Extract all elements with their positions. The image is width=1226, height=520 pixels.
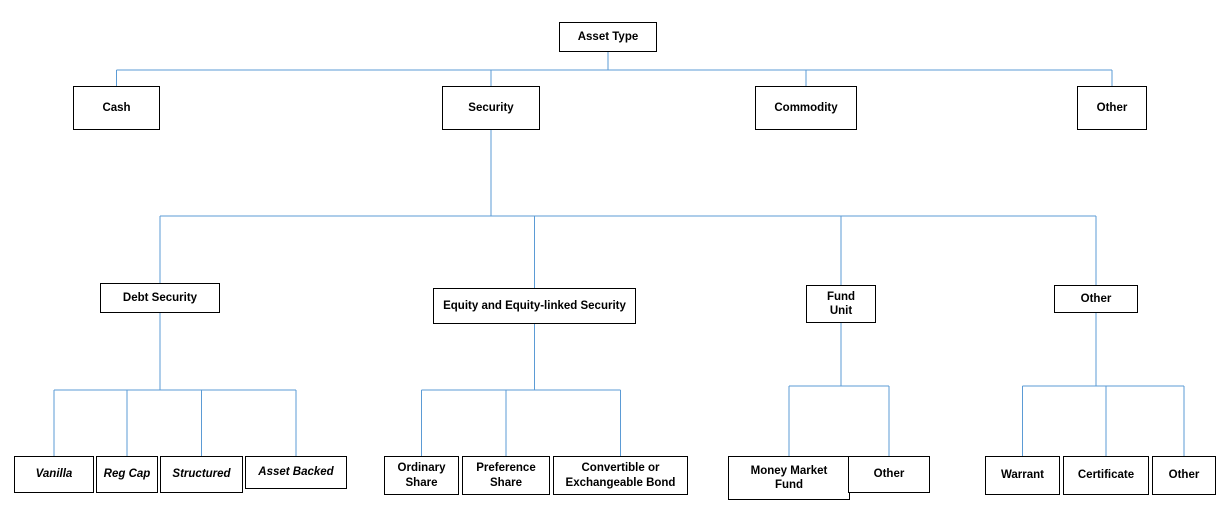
node-debt-security[interactable]: Debt Security [100,283,220,313]
node-label-fund-unit: Fund Unit [826,290,856,317]
node-label-warrant: Warrant [1000,469,1045,482]
node-convertible-bond[interactable]: Convertible or Exchangeable Bond [553,456,688,495]
node-certificate[interactable]: Certificate [1063,456,1149,495]
node-asset-type[interactable]: Asset Type [559,22,657,52]
node-label-other-l4: Other [1168,469,1200,482]
node-cash[interactable]: Cash [73,86,160,130]
node-label-commodity: Commodity [774,101,838,114]
node-security[interactable]: Security [442,86,540,130]
node-label-preference-share: Preference Share [476,462,536,489]
node-label-ordinary-share: Ordinary Share [397,462,446,489]
node-preference-share[interactable]: Preference Share [462,456,550,495]
node-other-l3[interactable]: Other [1054,285,1138,313]
node-vanilla[interactable]: Vanilla [14,456,94,493]
node-other-l4[interactable]: Other [1152,456,1216,495]
node-reg-cap[interactable]: Reg Cap [96,456,158,493]
node-money-market[interactable]: Money Market Fund [728,456,850,500]
node-commodity[interactable]: Commodity [755,86,857,130]
node-other-l2[interactable]: Other [1077,86,1147,130]
node-label-equity-security: Equity and Equity-linked Security [443,299,626,312]
node-equity-security[interactable]: Equity and Equity-linked Security [433,288,636,324]
node-label-asset-type: Asset Type [577,30,639,43]
node-label-other-l3: Other [1080,292,1112,305]
node-label-money-market: Money Market Fund [750,464,828,491]
node-label-certificate: Certificate [1077,469,1135,482]
node-label-convertible-bond: Convertible or Exchangeable Bond [565,462,676,489]
node-label-debt-security: Debt Security [122,291,198,304]
node-asset-backed[interactable]: Asset Backed [245,456,347,489]
node-label-reg-cap: Reg Cap [103,468,151,481]
node-label-other-l2: Other [1096,101,1128,114]
node-label-asset-backed: Asset Backed [258,466,334,479]
node-label-cash: Cash [102,101,131,114]
node-fund-unit[interactable]: Fund Unit [806,285,876,323]
node-label-structured: Structured [172,468,231,481]
node-warrant[interactable]: Warrant [985,456,1060,495]
node-label-vanilla: Vanilla [35,468,73,481]
node-other-fund[interactable]: Other [848,456,930,493]
node-label-other-fund: Other [873,468,905,481]
node-ordinary-share[interactable]: Ordinary Share [384,456,459,495]
node-label-security: Security [468,101,514,114]
node-structured[interactable]: Structured [160,456,243,493]
